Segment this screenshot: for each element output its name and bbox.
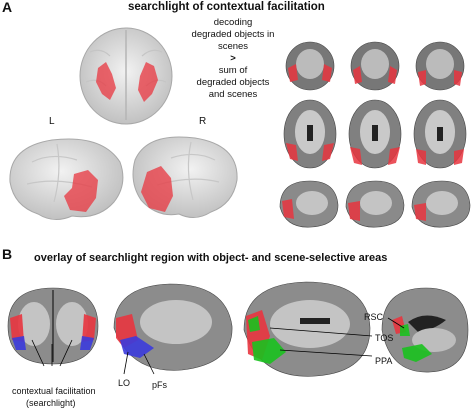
searchlight-label: (searchlight) (26, 398, 76, 408)
glass-brain-posterior (76, 22, 176, 126)
glass-brain-right-lateral (129, 130, 245, 226)
overlay-sagittal-scene-areas-lateral (240, 276, 374, 384)
rsc-label: RSC (364, 312, 384, 322)
pfs-label: pFs (152, 380, 168, 390)
contextual-facilitation-label: contextual facilitation (12, 386, 96, 396)
contrast-description: decoding degraded objects in scenes > su… (178, 17, 288, 101)
hemisphere-left-label: L (49, 116, 55, 127)
panel-a-letter: A (2, 0, 13, 15)
hemisphere-right-label: R (199, 116, 207, 127)
contrast-line-scenes: and scenes (208, 89, 258, 100)
lo-label: LO (118, 378, 131, 388)
overlay-sagittal-object-areas (110, 278, 236, 378)
slice-grid-coronal (280, 40, 470, 92)
panel-a-title: searchlight of contextual facilitation (128, 1, 325, 13)
ppa-label: PPA (375, 356, 393, 366)
contrast-line-decoding: decoding (213, 17, 253, 28)
overlay-coronal-slice (4, 284, 102, 368)
contrast-line-objects: degraded objects (196, 77, 270, 88)
tos-label: TOS (375, 333, 394, 343)
glass-brain-left-lateral (2, 132, 127, 227)
contrast-operator: > (230, 53, 236, 64)
slice-grid-axial (278, 97, 472, 171)
slice-grid-sagittal (276, 177, 472, 231)
panel-b-letter: B (2, 246, 13, 262)
contrast-line-condition: degraded objects in scenes (191, 29, 275, 52)
contrast-line-sum: sum of (218, 65, 248, 76)
panel-b-title: overlay of searchlight region with objec… (34, 252, 388, 264)
overlay-sagittal-scene-areas-medial (378, 282, 472, 378)
